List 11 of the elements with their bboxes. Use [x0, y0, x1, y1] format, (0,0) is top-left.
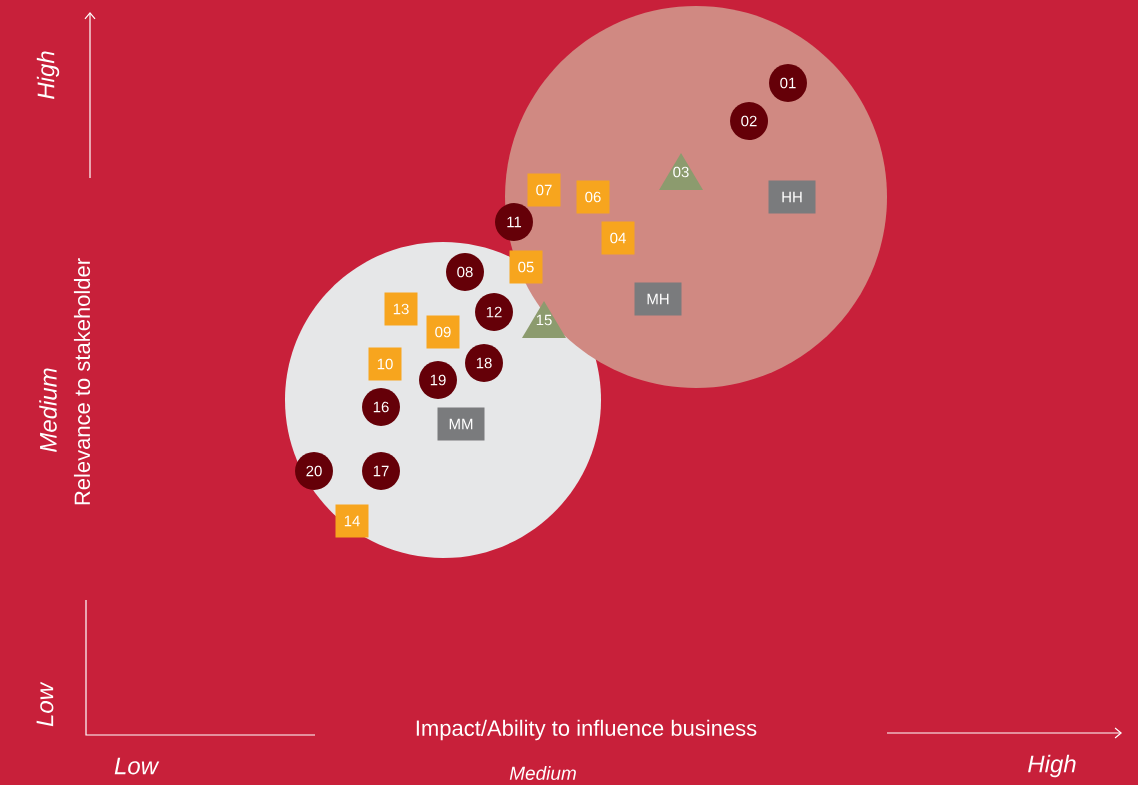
axis-title: Impact/Ability to influence business	[416, 719, 757, 741]
axis-level: High	[36, 51, 60, 99]
axis-title: Relevance to stakeholder	[73, 258, 91, 505]
quadrant-tag: MM	[437, 407, 485, 441]
axis-level: High	[1028, 754, 1076, 778]
axis-level: Low	[36, 681, 54, 727]
quadrant-tag: MH	[634, 282, 682, 316]
quadrant-tag: HH	[768, 180, 816, 214]
axis-level: Medium	[39, 368, 57, 452]
axis-level: Medium	[509, 766, 576, 780]
axis-level: Low	[114, 757, 160, 775]
